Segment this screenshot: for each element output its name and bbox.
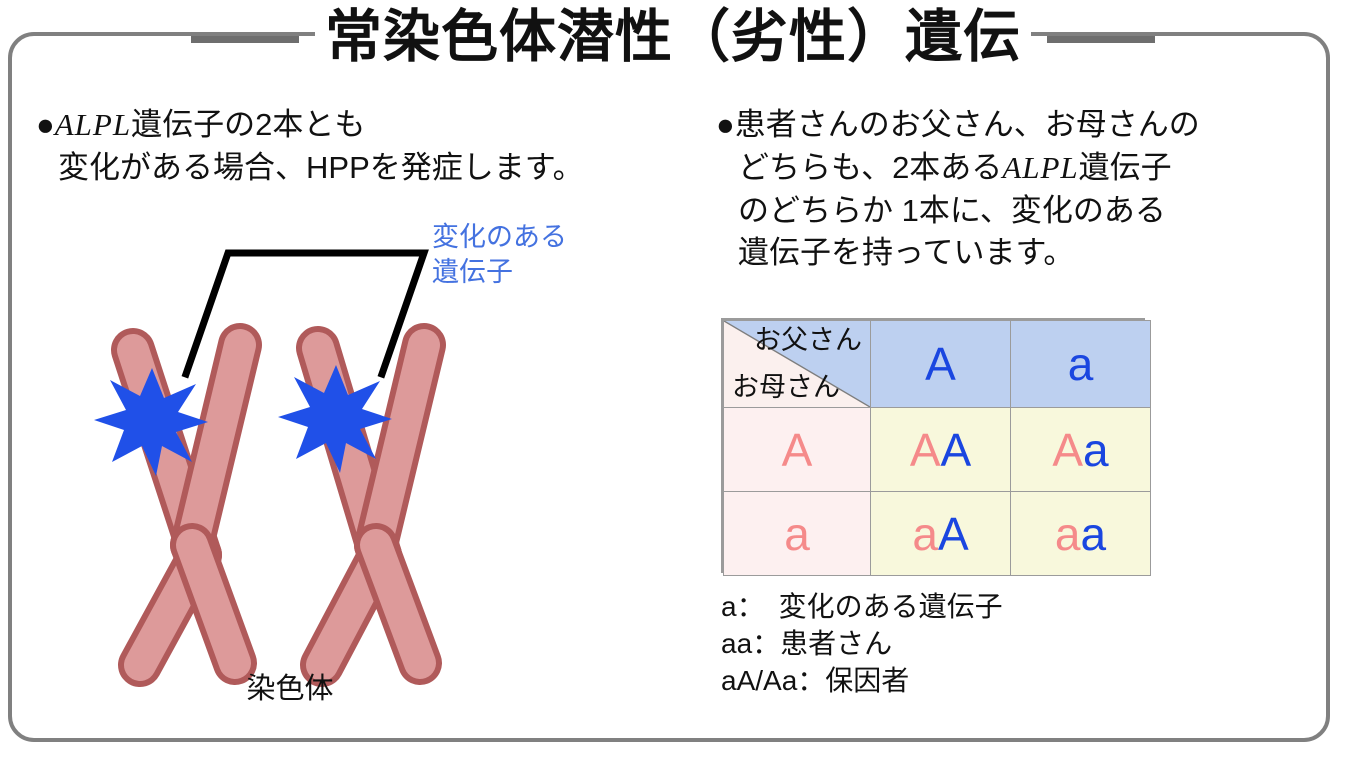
mutation-starburst-2: [278, 365, 392, 473]
right-bullet: ●: [716, 107, 735, 142]
offspring-cell-aA: aA: [870, 491, 1011, 576]
punnett-table: お父さん お母さん A a A AA Aa a aA aa: [723, 320, 1151, 576]
chromosome-2: [296, 323, 446, 687]
punnett-row-mother-A: A AA Aa: [723, 407, 1151, 492]
offspring-cell-AA: AA: [870, 407, 1011, 492]
mutation-label: 変化のある 遺伝子: [432, 222, 567, 287]
left-statement: ●ALPL遺伝子の2本とも 変化がある場合、HPPを発症します。: [36, 104, 584, 190]
right-statement: ●患者さんのお父さん、お母さんの どちらも、2本あるALPL遺伝子 のどちらか …: [716, 104, 1200, 275]
punnett-row-mother-a: a aA aa: [723, 491, 1151, 576]
offspring-allele-mother: a: [1054, 507, 1081, 560]
father-gamete-A: A: [870, 320, 1011, 408]
right-line2-post: 遺伝子: [1078, 149, 1172, 185]
offspring-allele-father: A: [940, 423, 972, 476]
mutation-leader-bracket: [181, 249, 429, 379]
gene-name-alpl: ALPL: [54, 107, 132, 142]
legend-line-3: aA/Aa：保因者: [721, 665, 910, 697]
father-gamete-a: a: [1010, 320, 1151, 408]
title-rule-right: [1047, 35, 1155, 43]
father-axis-label: お父さん: [754, 325, 862, 355]
corner-diagonal-split: [724, 321, 870, 407]
punnett-corner-cell: お父さん お母さん: [723, 320, 871, 408]
mother-gamete-A: A: [723, 407, 871, 492]
punnett-header-row: お父さん お母さん A a: [723, 320, 1151, 408]
mother-axis-label: お母さん: [732, 372, 840, 402]
punnett-square: お父さん お母さん A a A AA Aa a aA aa: [721, 318, 1151, 576]
chromosome-figure: 変化のある 遺伝子 染色体: [80, 222, 640, 710]
genotype-legend: a： 変化のある遺伝子 aa：患者さん aA/Aa：保因者: [721, 588, 1003, 700]
right-line2-pre: どちらも、2本ある: [738, 149, 1003, 185]
page-title: 常染色体潜性（劣性）遺伝: [315, 6, 1031, 72]
offspring-cell-Aa: Aa: [1010, 407, 1151, 492]
left-bullet: ●: [36, 107, 55, 142]
legend-line-2: aa：患者さん: [721, 628, 893, 660]
offspring-allele-mother: a: [912, 507, 938, 560]
offspring-allele-father: a: [1080, 507, 1107, 560]
chromosome-caption: 染色体: [246, 673, 334, 705]
chromosome-illustration-svg: [94, 249, 446, 687]
title-band: 常染色体潜性（劣性）遺伝: [0, 0, 1346, 78]
title-rule-left: [191, 35, 299, 43]
offspring-allele-father: A: [937, 507, 969, 560]
chromosome-1: [111, 323, 262, 687]
mother-gamete-a: a: [723, 491, 871, 576]
mutation-starburst-1: [94, 368, 208, 476]
offspring-cell-aa: aa: [1010, 491, 1151, 576]
legend-line-1: a： 変化のある遺伝子: [721, 591, 1003, 622]
right-line4-text: 遺伝子を持っています。: [738, 235, 1075, 271]
left-line2-text: 変化がある場合、HPPを発症します。: [58, 149, 584, 185]
offspring-allele-mother: A: [909, 423, 941, 476]
offspring-allele-father: a: [1083, 423, 1109, 476]
left-line1-text: 遺伝子の2本とも: [131, 107, 366, 142]
right-line1-text: 患者さんのお父さん、お母さんの: [734, 107, 1200, 142]
gene-name-alpl-2: ALPL: [1002, 149, 1079, 185]
right-line3-text: のどちらか 1本に、変化のある: [738, 192, 1166, 228]
offspring-allele-mother: A: [1052, 423, 1084, 476]
